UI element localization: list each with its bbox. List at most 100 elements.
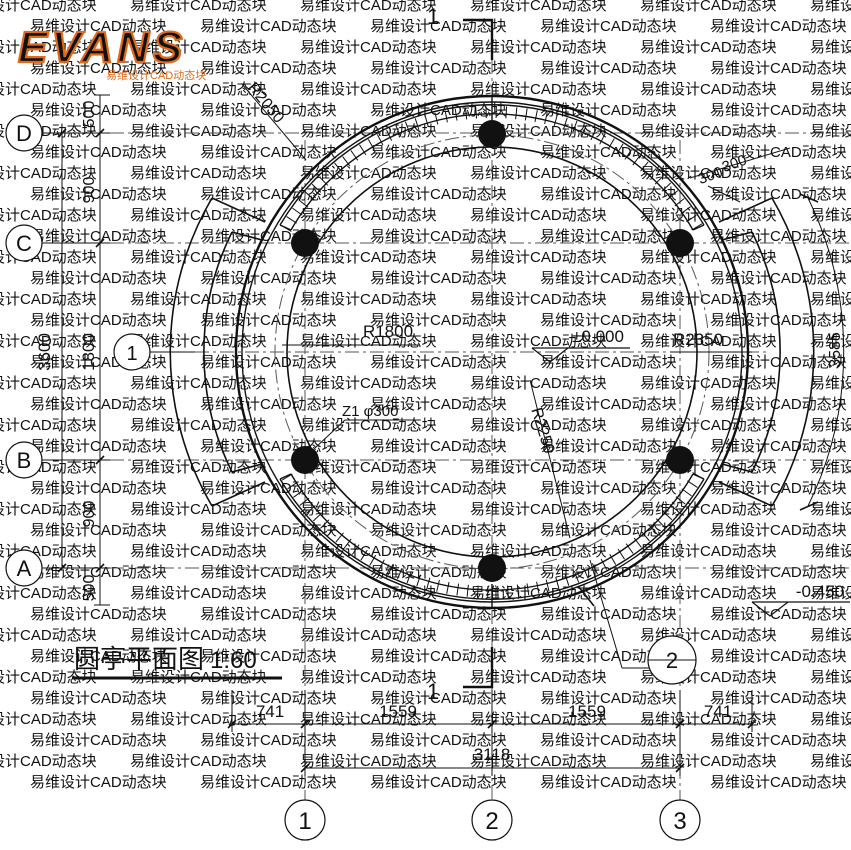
seat-slat — [334, 162, 343, 173]
section-mark-top — [463, 18, 494, 60]
watermark-text: 易维设计CAD动态块 — [30, 774, 167, 791]
watermark-text: 易维设计CAD动态块 — [200, 270, 337, 287]
seat-slat — [456, 583, 460, 596]
seat-slat — [416, 574, 421, 587]
drawing-scale: 1:60 — [210, 647, 257, 674]
watermark-text: 易维设计CAD动态块 — [0, 375, 97, 392]
right-arc-dimension — [807, 197, 845, 507]
watermark-text: 易维设计CAD动态块 — [0, 627, 97, 644]
watermark-text: 易维设计CAD动态块 — [30, 102, 167, 119]
seat-slat — [625, 543, 634, 554]
watermark-text: 易维设计CAD动态块 — [540, 480, 677, 497]
dim-bottom-left: 741 — [256, 702, 284, 721]
watermark-text: 易维设计CAD动态块 — [30, 396, 167, 413]
dim-bottom-right: 741 — [704, 702, 732, 721]
seat-slat — [515, 107, 518, 120]
watermark-text: 易维设计CAD动态块 — [540, 732, 677, 749]
axis-label-2: 2 — [485, 808, 498, 835]
seat-slat — [444, 110, 448, 123]
watermark-text: 易维设计CAD动态块 — [200, 564, 337, 581]
watermark-text: 易维设计CAD动态块 — [300, 753, 437, 770]
watermark-text: 易维设计CAD动态块 — [0, 333, 97, 350]
watermark-text: 易维设计CAD动态块 — [470, 501, 607, 518]
seat-slat — [436, 579, 440, 592]
watermark-text: 易维设计CAD动态块 — [300, 39, 437, 56]
watermark-text: 易维设计CAD动态块 — [130, 249, 267, 266]
seat-slat — [387, 563, 394, 576]
watermark-text: 易维设计CAD动态块 — [710, 690, 847, 707]
dim-bottom-mid-left: 1559 — [379, 702, 417, 721]
section-mark-bottom — [463, 647, 494, 689]
column-lower-right — [666, 446, 694, 474]
radius-r2350: R2350 — [673, 330, 723, 349]
watermark-text: 易维设计CAD动态块 — [540, 228, 677, 245]
watermark-text: 易维设计CAD动态块 — [810, 39, 851, 56]
watermark-text: 易维设计CAD动态块 — [640, 585, 777, 602]
watermark-text: 易维设计CAD动态块 — [810, 753, 851, 770]
axis-bubble-2: 2 — [471, 799, 513, 841]
seat-slat — [687, 480, 698, 488]
dim-bottom-mid-right: 1559 — [568, 702, 606, 721]
radius-r1800: R1800 — [363, 322, 413, 341]
seat-slat — [350, 150, 359, 161]
seat-slat — [311, 183, 322, 193]
seat-slat — [335, 532, 344, 543]
axis-label-d: D — [16, 121, 32, 146]
axis-label-c: C — [16, 231, 32, 256]
watermark-text: 易维设计CAD动态块 — [540, 690, 677, 707]
watermark-text: 易维设计CAD动态块 — [710, 606, 847, 623]
watermark-text: 易维设计CAD动态块 — [640, 543, 777, 560]
seat-slat — [454, 108, 458, 121]
watermark-text: 易维设计CAD动态块 — [640, 753, 777, 770]
seat-slat — [516, 584, 520, 597]
watermark-text: 易维设计CAD动态块 — [0, 81, 97, 98]
seat-slat — [360, 549, 368, 561]
watermark-text: 易维设计CAD动态块 — [30, 438, 167, 455]
watermark-text: 易维设计CAD动态块 — [540, 438, 677, 455]
watermark-text: 易维设计CAD动态块 — [810, 0, 851, 14]
watermark-text: 易维设计CAD动态块 — [30, 312, 167, 329]
watermark-text: 易维设计CAD动态块 — [370, 522, 507, 539]
section-label-bottom: 1 — [427, 679, 439, 704]
section-label-top: 1 — [427, 4, 439, 29]
seat-slat — [616, 143, 624, 155]
watermark-text: 易维设计CAD动态块 — [200, 354, 337, 371]
axis-bubble-c: C — [5, 224, 60, 262]
seat-slat — [545, 579, 550, 592]
watermark-text: 易维设计CAD动态块 — [470, 417, 607, 434]
watermark-text: 易维设计CAD动态块 — [470, 333, 607, 350]
watermark-text: 易维设计CAD动态块 — [30, 564, 167, 581]
watermark-text: 易维设计CAD动态块 — [200, 480, 337, 497]
seat-slat — [681, 488, 692, 497]
seat-slat — [582, 567, 589, 579]
seat-slat — [524, 108, 528, 121]
axis-bubble-3: 3 — [659, 799, 701, 841]
drawing-title-block: 圆亭平面图 1:60 — [72, 645, 282, 680]
watermark-text: 易维设计CAD动态块 — [200, 648, 337, 665]
watermark-text: 易维设计CAD动态块 — [200, 102, 337, 119]
watermark-text: 易维设计CAD动态块 — [540, 312, 677, 329]
dim-left-seg-top: 500 — [81, 101, 98, 128]
seat-slat — [426, 577, 431, 590]
watermark-text: 易维设计CAD动态块 — [810, 543, 851, 560]
watermark-text: 易维设计CAD动态块 — [130, 627, 267, 644]
watermark-text: 易维设计CAD动态块 — [0, 291, 97, 308]
seat-slat — [564, 574, 570, 586]
watermark-text: 易维设计CAD动态块 — [300, 627, 437, 644]
watermark-text: 易维设计CAD动态块 — [130, 165, 267, 182]
seat-slat — [526, 583, 530, 596]
seat-slat — [563, 117, 568, 130]
seat-slat — [668, 190, 679, 199]
watermark-text: 易维设计CAD动态块 — [810, 585, 851, 602]
seat-slat — [320, 519, 330, 529]
watermark-text: 易维设计CAD动态块 — [810, 207, 851, 224]
watermark-text: 易维设计CAD动态块 — [370, 438, 507, 455]
watermark-text: 易维设计CAD动态块 — [370, 396, 507, 413]
seat-slat — [609, 553, 617, 565]
seat-slat — [607, 138, 615, 150]
seat-slat — [640, 161, 649, 172]
seat-slat — [318, 176, 329, 186]
watermark-text: 易维设计CAD动态块 — [710, 438, 847, 455]
watermark-text: 易维设计CAD动态块 — [300, 585, 437, 602]
watermark-text: 易维设计CAD动态块 — [540, 354, 677, 371]
